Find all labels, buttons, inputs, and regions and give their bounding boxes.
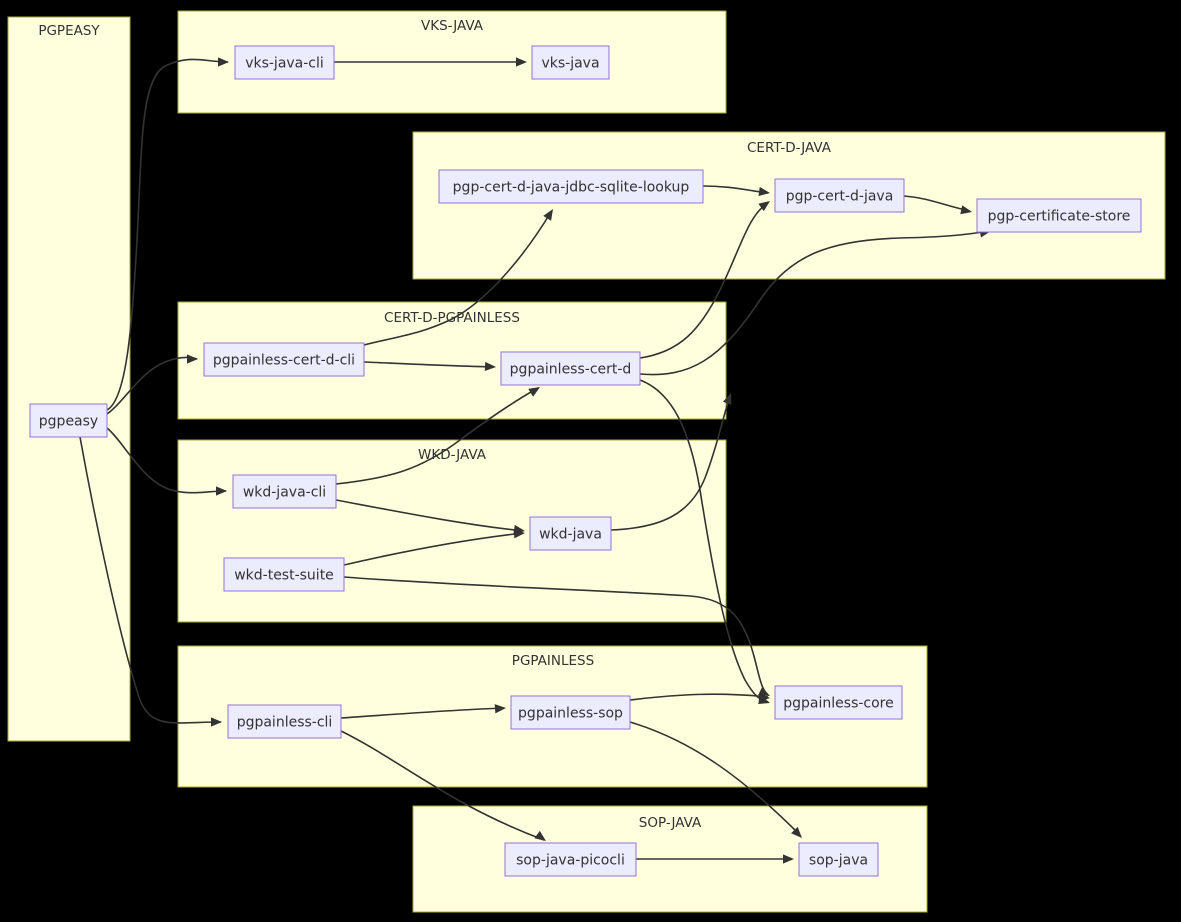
edge-arrowhead <box>758 201 770 212</box>
node-pgp-certificate-store[interactable]: pgp-certificate-store <box>976 198 1142 233</box>
node-vks-java-cli[interactable]: vks-java-cli <box>234 45 335 80</box>
node-box[interactable] <box>500 351 641 386</box>
node-label: pgpeasy <box>39 414 98 430</box>
node-label: pgp-certificate-store <box>988 209 1131 225</box>
node-label: pgp-cert-d-java-jdbc-sqlite-lookup <box>453 180 690 196</box>
cluster-pgpeasy: PGPEASY <box>7 16 131 742</box>
edge-arrowhead <box>218 57 229 67</box>
cluster-label: CERT-D-PGPAINLESS <box>384 310 520 326</box>
edge-wkd-java-cli-to-wkd-java <box>335 499 524 532</box>
node-box[interactable] <box>510 695 631 730</box>
edge-pgpeasy-to-pgpainless-cli <box>79 436 222 724</box>
edge-arrowhead <box>187 354 198 364</box>
edge-wkd-test-suite-to-wkd-java <box>343 532 524 566</box>
edge-arrowhead <box>516 57 527 67</box>
cluster-label: WKD-JAVA <box>418 447 487 463</box>
edge-arrowhead <box>758 186 770 197</box>
node-label: pgpainless-sop <box>518 706 623 722</box>
edge-pgpainless-sop-to-pgpainless-core <box>629 693 769 701</box>
node-label: pgpainless-core <box>783 696 893 712</box>
edge-arrowhead <box>791 826 802 838</box>
cluster-label: VKS-JAVA <box>421 18 484 34</box>
edge-pgpainless-cli-to-sop-java-picocli <box>340 730 545 841</box>
node-wkd-java-cli[interactable]: wkd-java-cli <box>232 474 337 509</box>
node-label: wkd-java-cli <box>243 485 326 501</box>
edges-layer <box>79 58 990 860</box>
edge-pgpainless-sop-to-sop-java <box>629 721 801 836</box>
edge-pgpainless-cli-to-pgpainless-sop <box>340 707 505 719</box>
edge-arrowhead <box>543 209 553 221</box>
node-label: pgpainless-cert-d <box>510 362 632 378</box>
node-box[interactable] <box>774 178 905 213</box>
node-label: sop-java-picocli <box>516 853 625 869</box>
edge-pgpainless-cert-d-to-pgp-certificate-store <box>639 230 990 376</box>
node-box[interactable] <box>438 169 704 204</box>
cluster-label: PGPAINLESS <box>512 653 594 669</box>
node-box[interactable] <box>529 516 612 551</box>
cluster-box <box>177 439 727 623</box>
node-label: sop-java <box>809 853 868 869</box>
edge-pgpainless-cert-d-cli-to-pgp-cert-d-java-jdbc-sqlite-lookup <box>363 211 552 346</box>
arrowheads-layer <box>187 57 991 864</box>
edge-wkd-java-to-pgpainless-core <box>610 395 731 531</box>
edge-arrowhead <box>513 529 525 539</box>
node-pgpainless-cli[interactable]: pgpainless-cli <box>227 704 342 739</box>
node-box[interactable] <box>227 704 342 739</box>
edge-arrowhead <box>758 692 770 702</box>
clusters-layer: PGPEASY VKS-JAVA CERT-D-JAVA CERT-D-PGPAINL… <box>7 10 1166 913</box>
edge-wkd-test-suite-to-pgpainless-core <box>343 576 769 696</box>
cluster-wkd-java: WKD-JAVA <box>177 439 727 623</box>
node-box[interactable] <box>232 474 337 509</box>
node-pgpainless-core[interactable]: pgpainless-core <box>774 685 903 720</box>
node-box[interactable] <box>234 45 335 80</box>
cluster-label: CERT-D-JAVA <box>747 140 832 156</box>
cluster-box <box>7 16 131 742</box>
node-label: vks-java-cli <box>245 56 324 72</box>
node-sop-java-picocli[interactable]: sop-java-picocli <box>504 842 637 877</box>
node-pgpainless-sop[interactable]: pgpainless-sop <box>510 695 631 730</box>
node-pgpainless-cert-d-cli[interactable]: pgpainless-cert-d-cli <box>203 342 365 377</box>
node-sop-java[interactable]: sop-java <box>798 842 879 877</box>
node-vks-java[interactable]: vks-java <box>531 45 610 80</box>
edge-pgpainless-cert-d-to-pgpainless-core <box>639 379 769 703</box>
node-pgpeasy[interactable]: pgpeasy <box>29 403 108 438</box>
node-label: wkd-test-suite <box>234 568 334 584</box>
cluster-label: PGPEASY <box>38 23 100 39</box>
node-label: wkd-java <box>539 527 602 543</box>
edge-pgpeasy-to-wkd-java-cli <box>106 427 227 494</box>
edge-pgpainless-cert-d-to-pgp-cert-d-java <box>639 202 769 359</box>
node-label: pgp-cert-d-java <box>786 189 894 205</box>
node-box[interactable] <box>798 842 879 877</box>
node-pgp-cert-d-java-jdbc-sqlite-lookup[interactable]: pgp-cert-d-java-jdbc-sqlite-lookup <box>438 169 704 204</box>
node-box[interactable] <box>203 342 365 377</box>
node-pgp-cert-d-java[interactable]: pgp-cert-d-java <box>774 178 905 213</box>
edge-arrowhead <box>722 393 732 405</box>
node-wkd-test-suite[interactable]: wkd-test-suite <box>223 557 345 592</box>
edge-arrowhead <box>216 486 227 496</box>
cluster-label: SOP-JAVA <box>639 815 702 831</box>
node-pgpainless-cert-d[interactable]: pgpainless-cert-d <box>500 351 641 386</box>
node-box[interactable] <box>223 557 345 592</box>
node-label: vks-java <box>541 56 599 72</box>
edge-arrowhead <box>484 361 496 372</box>
edge-arrowhead <box>494 704 506 714</box>
node-label: pgpainless-cert-d-cli <box>213 353 355 369</box>
node-wkd-java[interactable]: wkd-java <box>529 516 612 551</box>
edge-pgpainless-cert-d-cli-to-pgpainless-cert-d <box>363 361 495 368</box>
node-box[interactable] <box>976 198 1142 233</box>
node-box[interactable] <box>29 403 108 438</box>
node-box[interactable] <box>774 685 903 720</box>
edge-arrowhead <box>211 717 222 727</box>
edge-arrowhead <box>534 830 546 841</box>
node-box[interactable] <box>504 842 637 877</box>
edge-arrowhead <box>528 387 540 397</box>
edge-wkd-java-cli-to-pgpainless-cert-d <box>335 387 539 485</box>
node-label: pgpainless-cli <box>237 715 333 731</box>
node-box[interactable] <box>531 45 610 80</box>
edge-arrowhead <box>783 854 794 864</box>
edge-arrowhead <box>960 205 972 215</box>
edge-pgpeasy-to-vks-java-cli <box>106 58 229 411</box>
nodes-layer: pgpeasy vks-java-cli vks-java pgp-cert-d-ja… <box>29 45 1142 877</box>
